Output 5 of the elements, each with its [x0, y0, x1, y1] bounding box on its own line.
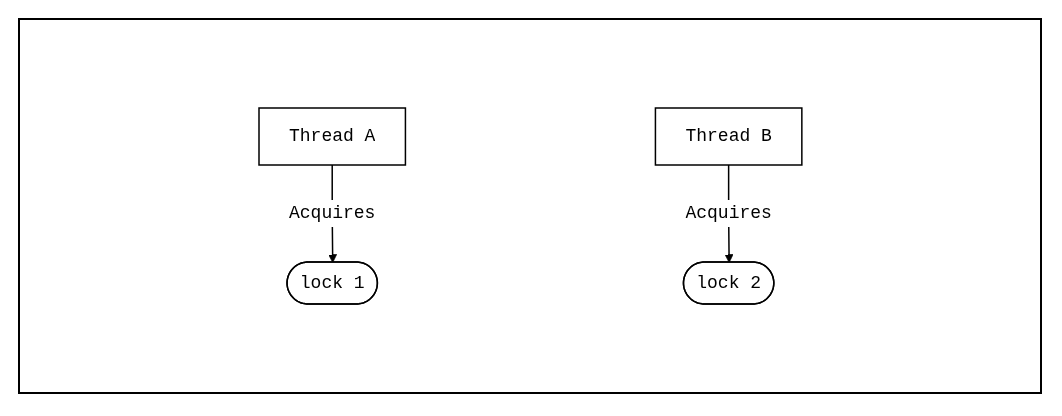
- frame-border: Acquires Acquires Thread A lock 1 Thread B lock 2: [18, 18, 1042, 394]
- node-box: [654, 107, 803, 166]
- edge-label: Acquires: [288, 203, 375, 223]
- node-box: [257, 107, 406, 166]
- edge-label: Acquires: [685, 203, 772, 223]
